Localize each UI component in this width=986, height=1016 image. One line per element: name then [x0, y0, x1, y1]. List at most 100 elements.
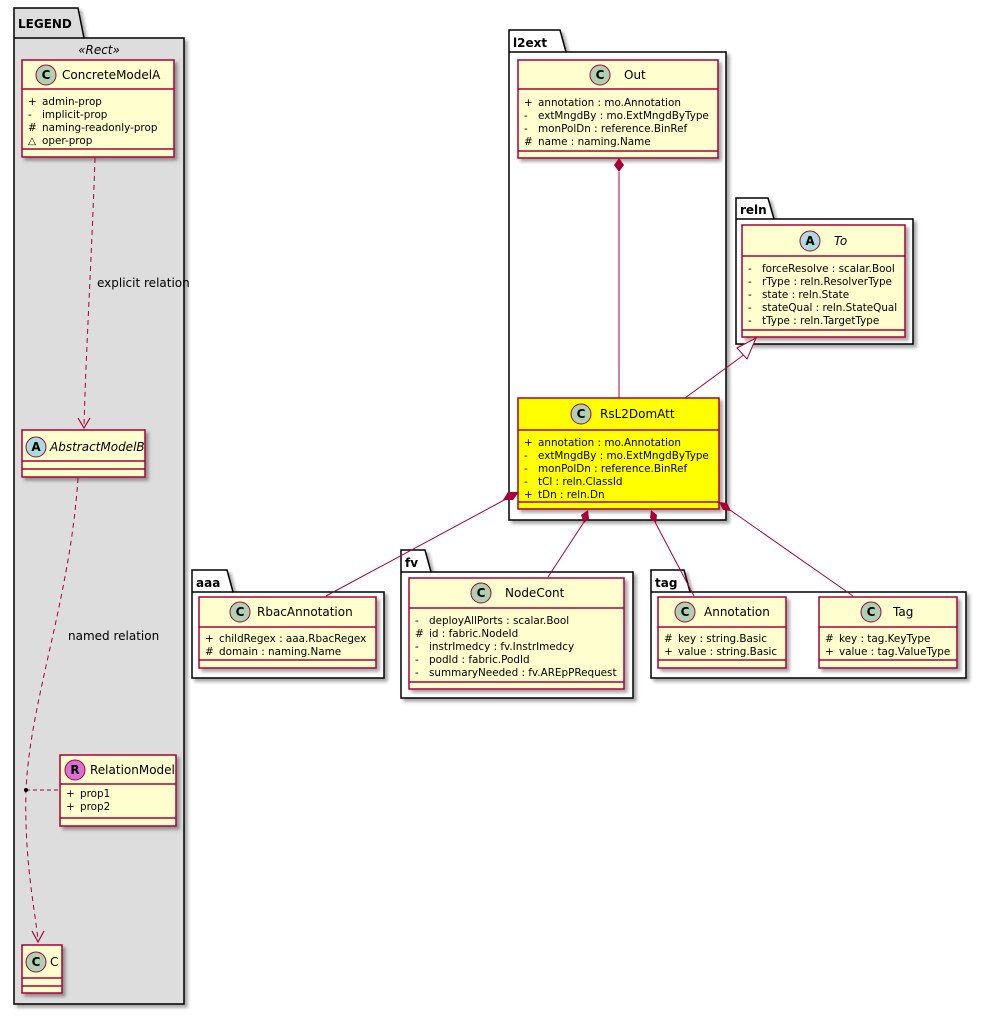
explicit-relation-label: explicit relation	[97, 276, 190, 290]
class-name: AbstractModelB	[49, 440, 145, 454]
class-attribute: +	[66, 801, 75, 813]
class-attribute: key : tag.KeyType	[839, 633, 930, 645]
class-attribute: rType : reln.ResolverType	[762, 276, 892, 288]
class-attribute: #	[28, 122, 37, 134]
class-attribute: monPolDn : reference.BinRef	[538, 123, 688, 135]
class-attribute: #	[825, 633, 834, 645]
class-attribute: -	[524, 450, 528, 462]
class-attribute: prop1	[80, 788, 110, 800]
class-attribute: admin-prop	[42, 96, 102, 108]
class-attribute: -	[524, 123, 528, 135]
class-attribute: +	[205, 633, 214, 645]
class-attribute: forceResolve : scalar.Bool	[762, 263, 895, 275]
class-attribute: #	[664, 633, 673, 645]
class-attribute: id : fabric.NodeId	[429, 628, 518, 640]
class-abstract-model-b[interactable]: A AbstractModelB	[21, 429, 146, 478]
class-attribute: +	[524, 97, 533, 109]
class-name: Out	[624, 68, 646, 82]
class-attribute: △	[28, 135, 36, 147]
class-attribute: value : tag.ValueType	[839, 646, 950, 658]
class-badge-icon	[589, 64, 611, 86]
attr-list: + admin-prop - implicit-prop # naming-re…	[28, 96, 158, 147]
class-attribute: oper-prop	[42, 135, 93, 147]
class-attribute: #	[415, 628, 424, 640]
diagram-text: A	[31, 440, 41, 454]
class-attribute: podId : fabric.PodId	[429, 654, 530, 666]
legend-stereotype: «Rect»	[78, 43, 120, 57]
diagram-text: l2ext	[513, 36, 547, 50]
class-out[interactable]: C Out + annotation : mo.Annotation - ext…	[517, 59, 719, 159]
diagram-text: C	[867, 605, 876, 619]
class-attribute: -	[28, 109, 32, 121]
class-attribute: name : naming.Name	[538, 136, 651, 148]
edge-rsl2domatt-rbac	[325, 492, 519, 597]
class-badge-icon	[860, 601, 882, 623]
class-attribute: summaryNeeded : fv.AREpPRequest	[429, 667, 617, 679]
class-attribute: value : string.Basic	[678, 646, 777, 658]
class-attribute: tType : reln.TargetType	[762, 315, 879, 327]
diagram-text: A	[805, 234, 815, 248]
class-attribute: +	[28, 96, 37, 108]
class-badge-icon	[229, 601, 251, 623]
edge-rsl2domatt-to	[684, 336, 758, 399]
diagram-text: aaa	[196, 576, 220, 590]
class-attribute: -	[748, 263, 752, 275]
class-attribute: -	[415, 667, 419, 679]
class-rbac-annotation[interactable]: C RbacAnnotation + childRegex : aaa.Rbac…	[198, 596, 377, 669]
diagram-text: C	[32, 955, 41, 969]
class-name: C	[50, 955, 58, 969]
diagram-text: C	[596, 68, 605, 82]
class-attribute: -	[415, 615, 419, 627]
class-attribute: annotation : mo.Annotation	[538, 97, 681, 109]
diagram-text: C	[577, 407, 586, 421]
class-name: RelationModel	[90, 763, 175, 777]
class-attribute: extMngdBy : mo.ExtMngdByType	[538, 110, 709, 122]
class-badge-icon	[35, 64, 57, 86]
class-attribute: -	[415, 654, 419, 666]
diagram-text: C	[236, 605, 245, 619]
class-attribute: +	[825, 646, 834, 658]
class-name: RbacAnnotation	[257, 605, 353, 619]
class-nodecont[interactable]: C NodeCont - deployAllPorts : scalar.Boo…	[408, 577, 625, 690]
class-attribute: state : reln.State	[762, 289, 849, 301]
legend-title: LEGEND	[18, 17, 72, 31]
edge-explicit-relation: explicit relation	[77, 157, 190, 430]
class-attribute: -	[748, 289, 752, 301]
class-attribute: key : string.Basic	[678, 633, 767, 645]
class-relation-model[interactable]: R RelationModel + prop1 + prop2	[59, 754, 177, 827]
edge-named-relation: named relation	[24, 477, 159, 944]
class-attribute: prop2	[80, 801, 110, 813]
class-tag[interactable]: C Tag # key : tag.KeyType + value : tag.…	[818, 596, 958, 669]
class-attribute: deployAllPorts : scalar.Bool	[429, 615, 569, 627]
class-attribute: implicit-prop	[42, 109, 108, 121]
class-name: To	[834, 234, 847, 248]
diagram-text: reln	[740, 203, 767, 217]
edge-out-rsl2domatt	[614, 158, 624, 398]
abstract-badge-icon	[25, 436, 47, 458]
diagram-text: R	[70, 763, 79, 777]
class-attribute: +	[524, 489, 533, 501]
edge-rsl2domatt-annotation	[650, 510, 695, 597]
class-annotation[interactable]: C Annotation # key : string.Basic + valu…	[657, 596, 787, 669]
class-rsl2domatt[interactable]: C RsL2DomAtt + annotation : mo.Annotatio…	[517, 397, 720, 510]
class-attribute: #	[524, 136, 533, 148]
diagram-text: tag	[655, 576, 677, 590]
class-attribute: -	[748, 315, 752, 327]
class-attribute: -	[748, 276, 752, 288]
diagram-text: fv	[405, 556, 418, 570]
class-attribute: #	[205, 646, 214, 658]
class-attribute: -	[524, 463, 528, 475]
class-attribute: monPolDn : reference.BinRef	[538, 463, 688, 475]
class-badge-icon	[570, 403, 592, 425]
class-to[interactable]: A To - forceResolve : scalar.Bool - rTyp…	[741, 224, 906, 338]
class-attribute: domain : naming.Name	[219, 646, 341, 658]
class-name: RsL2DomAtt	[600, 407, 675, 421]
class-concrete-model-a[interactable]: C ConcreteModelA + admin-prop - implicit…	[21, 59, 175, 158]
class-attribute: -	[524, 110, 528, 122]
class-attribute: extMngdBy : mo.ExtMngdByType	[538, 450, 709, 462]
class-attribute: annotation : mo.Annotation	[538, 437, 681, 449]
class-c[interactable]: C C	[21, 944, 63, 994]
diagram-text: C	[477, 586, 486, 600]
class-name: Annotation	[704, 605, 770, 619]
